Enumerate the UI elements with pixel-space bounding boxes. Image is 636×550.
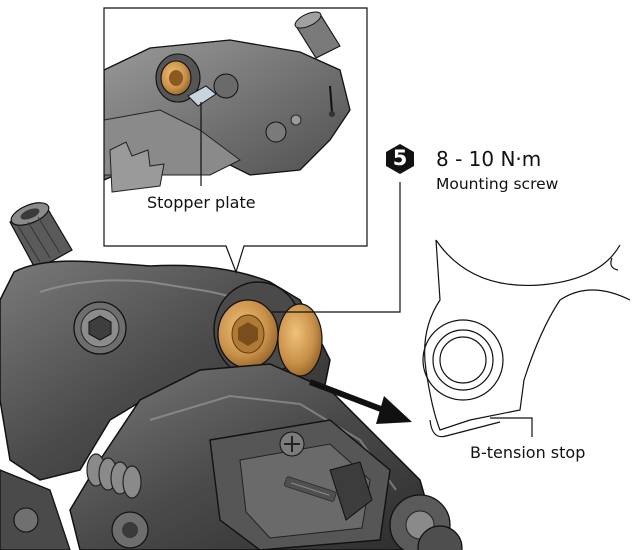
mounting-screw-leader	[272, 182, 401, 313]
mounting-screw	[213, 281, 323, 379]
torque-value: 8 - 10 N·m	[436, 147, 542, 171]
spring	[86, 453, 142, 499]
hex-bolt	[73, 301, 127, 355]
adjuster-barrel	[9, 202, 73, 271]
step-number: 5	[392, 146, 408, 170]
b-tension-stop-label: B-tension stop	[470, 443, 586, 462]
arrow-right-icon	[308, 379, 412, 424]
step-badge: 5	[384, 143, 416, 175]
inset-detail	[103, 7, 368, 274]
hexagon-badge-icon	[386, 144, 414, 174]
derailleur-body	[0, 202, 463, 550]
torque-description: Mounting screw	[436, 175, 559, 193]
cage-screw	[279, 431, 305, 457]
b-tension-stop-leader	[490, 417, 533, 437]
stopper-plate-label: Stopper plate	[147, 193, 256, 212]
frame-dropout	[422, 239, 631, 438]
pulley-wheel	[389, 494, 463, 550]
